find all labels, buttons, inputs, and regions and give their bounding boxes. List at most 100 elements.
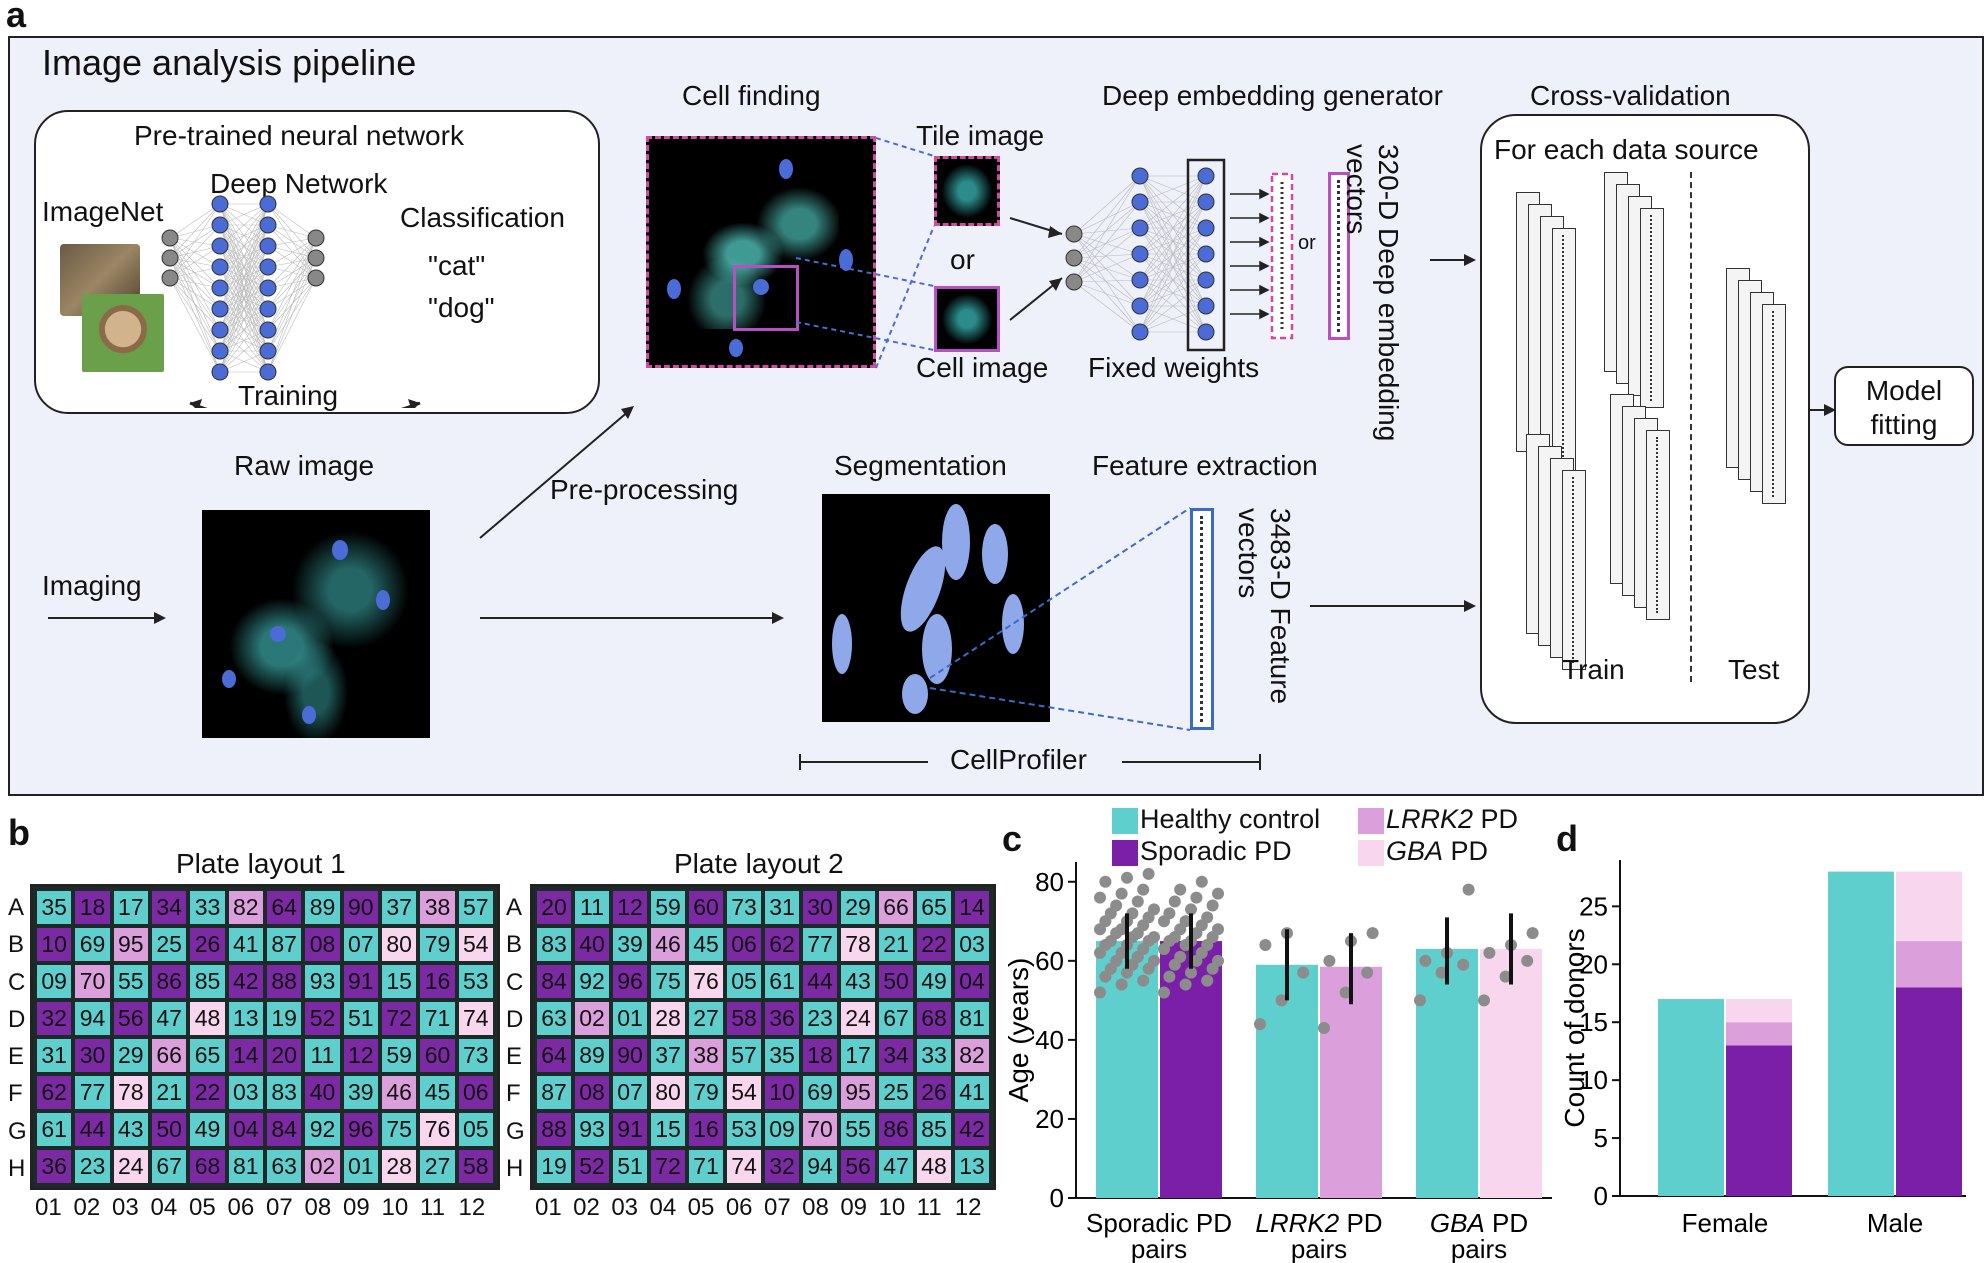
plate-well: 38 <box>420 891 455 924</box>
y-tick-label: 40 <box>1035 1025 1064 1055</box>
plate-well: 75 <box>381 1113 417 1146</box>
plate-well: 26 <box>190 928 225 961</box>
plate-well: 12 <box>613 891 647 924</box>
network-node <box>1197 323 1215 341</box>
plate-well: 85 <box>190 965 225 998</box>
network-node <box>1131 219 1149 237</box>
plate-well: 08 <box>305 928 340 961</box>
plate-well: 89 <box>305 891 340 924</box>
plate-row-label: A <box>8 894 25 921</box>
plate-well: 34 <box>879 1039 913 1072</box>
data-point <box>1142 867 1155 880</box>
plate-well: 45 <box>689 928 723 961</box>
network-node <box>1131 193 1149 211</box>
plate-well: 70 <box>803 1113 837 1146</box>
y-tick-label: 60 <box>1035 946 1064 976</box>
plate-well: 11 <box>305 1039 340 1072</box>
legend-sporadic: Sporadic PD <box>1140 836 1292 866</box>
plate-well: 71 <box>420 1002 455 1035</box>
data-point <box>1099 875 1112 888</box>
plate-well: 94 <box>75 1002 110 1035</box>
data-point <box>1163 970 1176 983</box>
plate-well: 90 <box>343 891 378 924</box>
plate-well: 91 <box>343 965 378 998</box>
y-tick-label: 20 <box>1035 1104 1064 1134</box>
plate-well: 15 <box>381 965 417 998</box>
bar-stack-segment <box>1896 987 1962 1196</box>
plate-well: 92 <box>575 965 609 998</box>
cv-data-sheet <box>1646 430 1670 620</box>
network-node <box>211 363 229 381</box>
model-fitting-line1: Model <box>1865 375 1943 406</box>
data-point <box>1323 954 1336 967</box>
plate-well: 22 <box>917 928 951 961</box>
network-node <box>259 216 277 234</box>
network-node <box>211 321 229 339</box>
data-point <box>1094 986 1106 999</box>
plate-well: 50 <box>879 965 913 998</box>
plate-well: 18 <box>75 891 110 924</box>
data-point <box>1158 986 1170 999</box>
legend-swatch-lrrk2 <box>1358 808 1384 834</box>
plate-col-label: 11 <box>916 1194 942 1221</box>
data-point <box>1201 911 1214 924</box>
data-point <box>1110 899 1123 912</box>
model-fitting-box: Model fitting <box>1834 366 1974 446</box>
plate-col-label: 09 <box>840 1194 868 1221</box>
legend-swatch-sporadic <box>1112 840 1138 866</box>
plate-row-label: G <box>8 1117 27 1145</box>
plate-well: 64 <box>266 891 302 924</box>
plate-well: 72 <box>651 1150 685 1183</box>
plate-well: 83 <box>537 928 571 961</box>
network-node <box>1197 271 1215 289</box>
plate-well: 44 <box>803 965 837 998</box>
plate-well: 82 <box>228 891 263 924</box>
classification-label: Classification <box>400 202 565 233</box>
pretrained-title: Pre-trained neural network <box>134 120 464 151</box>
data-point <box>1121 871 1133 884</box>
plate-well: 38 <box>689 1039 723 1072</box>
plate-well: 30 <box>803 891 837 924</box>
plate-well: 77 <box>803 928 837 961</box>
plate-well: 30 <box>75 1039 110 1072</box>
plate-well: 90 <box>613 1039 647 1072</box>
cellprofiler-label: CellProfiler <box>950 744 1087 775</box>
data-point <box>1174 950 1187 963</box>
network-node <box>1131 167 1149 185</box>
group-label: LRRK2 PD <box>1255 1208 1382 1238</box>
plate-well: 15 <box>651 1113 685 1146</box>
plate-well: 79 <box>689 1076 723 1109</box>
data-point <box>1126 907 1139 920</box>
data-point <box>1185 966 1197 979</box>
plate-row-label: E <box>506 1043 523 1070</box>
plate-well: 87 <box>537 1076 571 1109</box>
plate-col-label: 04 <box>150 1194 178 1221</box>
training-label: Training <box>238 380 339 411</box>
plate-well: 06 <box>458 1076 493 1109</box>
y-axis-label: Age (years) <box>1003 958 1034 1103</box>
plate-well: 02 <box>575 1002 609 1035</box>
plate-well: 82 <box>955 1039 989 1072</box>
plate-well: 89 <box>575 1039 609 1072</box>
network-node <box>1065 273 1083 291</box>
plate-well: 11 <box>575 891 609 924</box>
plate-well: 63 <box>537 1002 571 1035</box>
plate-well: 53 <box>458 965 493 998</box>
legend-lrrk2: LRRK2 PD <box>1386 804 1519 834</box>
plate-row-label: C <box>506 968 524 996</box>
plate-well: 93 <box>305 965 340 998</box>
plate-well: 27 <box>420 1150 455 1183</box>
plate-row-label: B <box>8 931 25 959</box>
plate-well: 34 <box>151 891 187 924</box>
network-node <box>1197 219 1215 237</box>
network-node <box>161 269 179 287</box>
network-node <box>211 342 229 360</box>
plate-well: 71 <box>689 1150 723 1183</box>
data-point <box>1297 966 1310 979</box>
plate-col-label: 08 <box>802 1194 829 1221</box>
bar <box>1320 966 1382 1198</box>
plate-well: 49 <box>917 965 951 998</box>
data-point <box>1190 891 1203 904</box>
cv-data-sheet <box>1762 304 1786 504</box>
